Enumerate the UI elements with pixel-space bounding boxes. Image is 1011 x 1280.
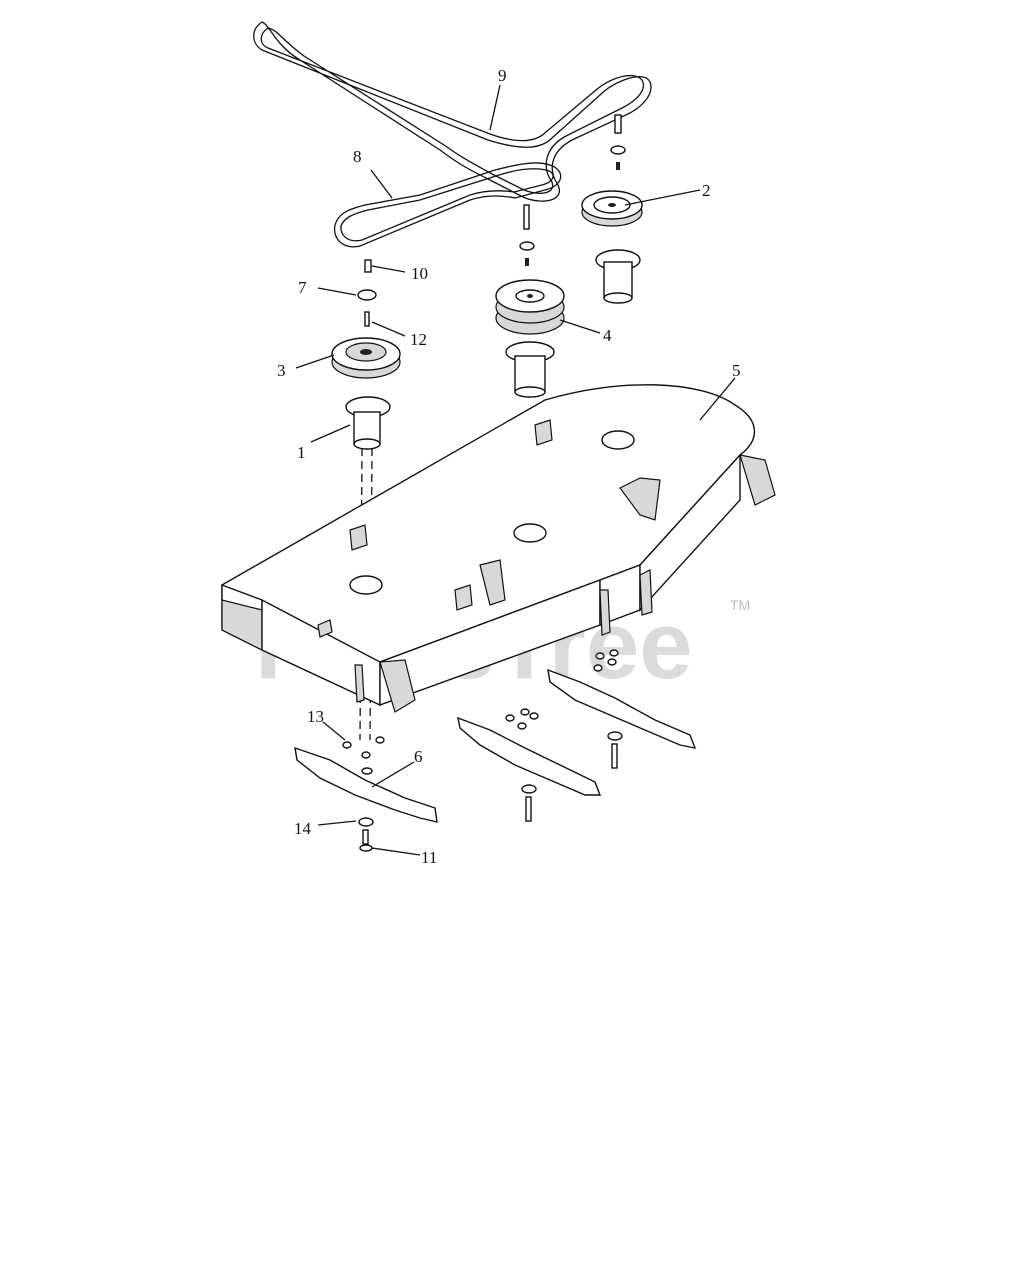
callout-7: 7 [298,278,307,297]
watermark-trademark: TM [730,597,750,613]
callout-8: 8 [353,147,362,166]
blade-right [547,649,697,769]
callout-12: 12 [410,330,427,349]
belt-8 [333,162,562,248]
pulley-2 [581,190,643,227]
mower-deck-5 [221,384,776,713]
hardware-blade-6 [342,736,385,852]
callout-4: 4 [603,326,612,345]
belt-9 [253,21,652,202]
leader-lines [295,84,736,856]
callout-5: 5 [732,361,741,380]
hardware-pulley-4 [519,204,535,266]
callout-9: 9 [498,66,507,85]
callout-10: 10 [411,264,428,283]
callout-13: 13 [307,707,324,726]
spindle-4 [505,341,555,398]
hardware-pulley-3 [357,259,377,327]
pulley-3 [331,337,401,379]
callout-6: 6 [414,747,423,766]
spindle-2 [595,249,641,304]
blade-center [457,708,602,822]
hardware-pulley-2 [610,114,626,170]
callout-3: 3 [277,361,286,380]
callout-14: 14 [294,819,312,838]
callout-11: 11 [421,848,437,867]
callout-1: 1 [297,443,306,462]
spindle-1 [345,396,391,450]
pulley-4 [495,279,565,335]
blade-6 [294,746,438,823]
callout-2: 2 [702,181,711,200]
